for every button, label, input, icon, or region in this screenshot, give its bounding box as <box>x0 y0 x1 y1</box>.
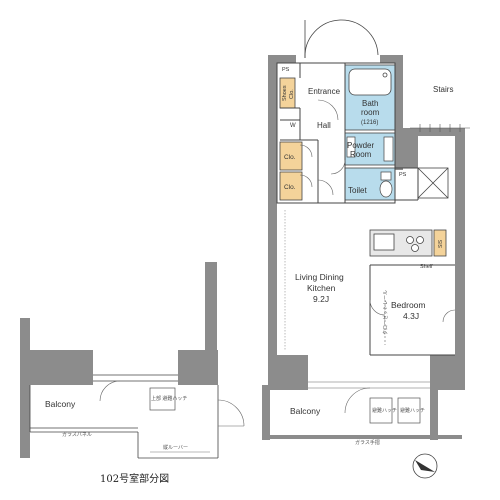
louver-102: 縦ルーバー <box>163 444 188 451</box>
ps-top-label: PS <box>282 67 290 73</box>
bedroom-size: 4.3J <box>403 311 419 321</box>
stairs-edge <box>410 124 470 132</box>
entrance-door <box>304 19 379 59</box>
bathroom-size: (1216) <box>361 120 378 126</box>
closet-label-2: Clo. <box>284 184 296 191</box>
kitchen-counter <box>369 229 447 257</box>
bathroom-label-1: Bath <box>362 99 378 108</box>
ldk-size: 9.2J <box>313 294 329 304</box>
shelf-label: Shelf <box>420 264 433 270</box>
bathroom-label-2: room <box>361 108 380 117</box>
evac-hatches <box>369 397 421 424</box>
glass-rail-main: ガラス手摺 <box>355 439 380 446</box>
main-unit <box>262 19 470 440</box>
entrance-label: Entrance <box>308 87 341 96</box>
ps-toilet-label: PS <box>399 172 407 178</box>
hatch-102: 上部 避難ハッチ <box>151 395 187 402</box>
evac-hatch-2: 避難ハッチ <box>400 407 425 414</box>
sis-label: SIS <box>438 239 444 248</box>
hall-label: Hall <box>317 121 331 130</box>
evac-hatch-1: 避難ハッチ <box>372 407 397 414</box>
unit-102-partial <box>20 262 245 459</box>
toilet-label: Toilet <box>348 186 367 195</box>
bathtub <box>348 68 392 96</box>
unit-102-door-arcs <box>99 380 245 427</box>
closet-rail-note: クローゼットレール <box>382 290 389 335</box>
toilet-fixture <box>379 171 393 198</box>
bedroom-door <box>369 299 386 345</box>
unit-102-lines <box>29 374 219 459</box>
powder-room-label-2: Room <box>350 150 372 159</box>
balcony-102-label: Balcony <box>45 399 76 409</box>
closets <box>279 77 303 201</box>
unit-102-hatch <box>149 387 176 411</box>
bedroom-walls <box>369 264 455 356</box>
interior-doors <box>299 99 346 196</box>
bedroom-window <box>442 309 456 323</box>
ldk-label-1: Living Dining <box>295 272 344 282</box>
bedroom-label: Bedroom <box>391 300 426 310</box>
storage-box <box>417 167 449 199</box>
interior-walls <box>276 62 419 204</box>
washer-label: W <box>290 123 296 129</box>
balcony-main-label: Balcony <box>290 406 321 416</box>
ldk-label-2: Kitchen <box>307 283 336 293</box>
washbasin <box>346 136 394 162</box>
stairs-label: Stairs <box>433 85 453 94</box>
closet-label-1: Clo. <box>284 154 296 161</box>
powder-room-label-1: Powder <box>347 141 374 150</box>
shoes-closet-label-2: Clo. <box>289 89 295 99</box>
shoes-closet-label-1: Shoes <box>282 85 288 101</box>
north-arrow-icon <box>412 453 438 479</box>
room-labels: Entrance Stairs PS PS Shoes Clo. W Hall … <box>45 67 453 485</box>
exterior-walls <box>262 55 465 440</box>
balcony-doors <box>308 381 430 414</box>
unit-102-caption: 102号室部分図 <box>100 472 169 485</box>
unit-102-walls <box>20 262 218 458</box>
glass-panel-102: ガラスパネル <box>62 431 92 438</box>
